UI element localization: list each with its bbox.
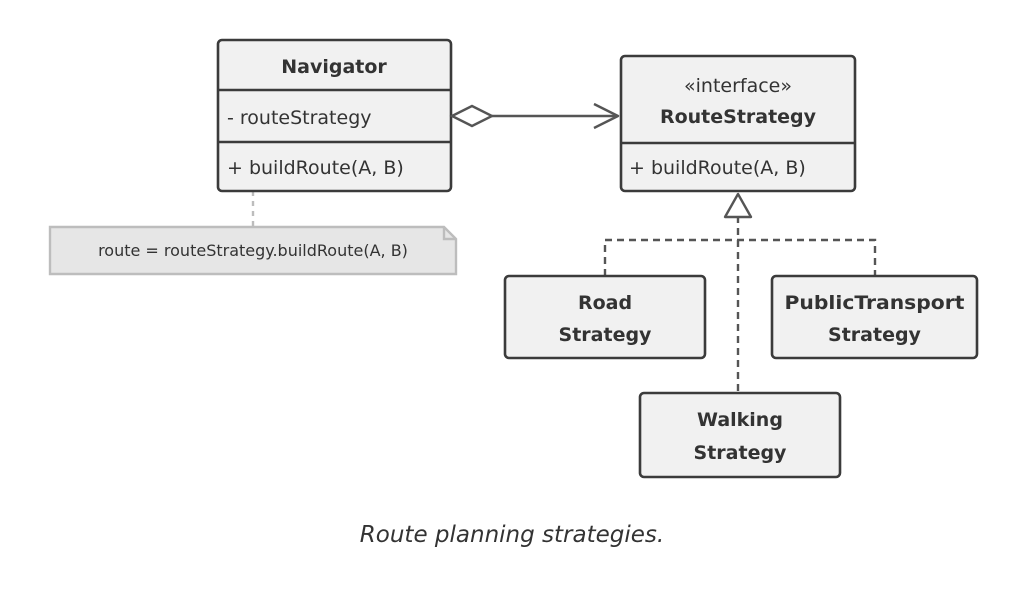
route-strategy-stereotype: «interface» — [684, 75, 792, 97]
walking-strategy-box — [638, 391, 842, 479]
route-strategy-method: + buildRoute(A, B) — [629, 157, 806, 179]
navigator-method: + buildRoute(A, B) — [227, 157, 404, 179]
road-strategy-box — [503, 274, 707, 360]
aggregation-diamond — [449, 104, 495, 128]
navigator-title: Navigator — [281, 56, 387, 78]
note-fold — [442, 227, 456, 241]
realization-branch — [603, 238, 877, 276]
note-text: route = routeStrategy.buildRoute(A, B) — [98, 241, 408, 260]
navigator-field: - routeStrategy — [227, 107, 372, 129]
route-strategy-interface: «interface» RouteStrategy + buildRoute(A… — [619, 54, 857, 193]
walking-strategy-line2: Strategy — [694, 442, 788, 464]
diagram-caption: Route planning strategies. — [360, 522, 664, 548]
public-transport-strategy-box — [770, 274, 979, 360]
public-transport-strategy-line1: PublicTransport — [785, 292, 965, 314]
public-transport-strategy-line2: Strategy — [828, 324, 922, 346]
association-arrowhead — [593, 102, 620, 130]
route-strategy-title: RouteStrategy — [660, 106, 817, 128]
navigator-class: Navigator - routeStrategy + buildRoute(A… — [216, 38, 453, 193]
code-note: route = routeStrategy.buildRoute(A, B) — [48, 225, 458, 276]
route-strategy-box — [619, 54, 857, 193]
road-strategy-class: Road Strategy — [503, 274, 707, 360]
realization-lines — [603, 192, 877, 393]
realization-triangle — [723, 192, 753, 219]
public-transport-strategy-class: PublicTransport Strategy — [770, 274, 979, 360]
road-strategy-line1: Road — [578, 292, 632, 314]
note-shape — [48, 225, 458, 276]
road-strategy-line2: Strategy — [559, 324, 653, 346]
walking-strategy-line1: Walking — [697, 409, 783, 431]
walking-strategy-class: Walking Strategy — [638, 391, 842, 479]
aggregation-association — [449, 102, 620, 130]
